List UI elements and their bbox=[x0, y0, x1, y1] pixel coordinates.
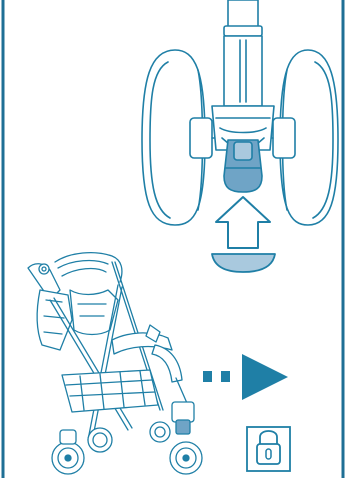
lock-icon bbox=[246, 426, 291, 472]
fork-tube bbox=[223, 35, 263, 107]
right-wheel-tread bbox=[312, 61, 334, 219]
stroller-drawing bbox=[27, 251, 203, 475]
left-wheel-tread bbox=[149, 61, 171, 219]
swivel-wheel-closeup bbox=[141, 0, 339, 226]
right-arrow-icon bbox=[203, 354, 288, 400]
right-axle-cap bbox=[272, 117, 296, 159]
fork-housing bbox=[211, 105, 275, 151]
left-axle-cap bbox=[189, 117, 213, 159]
up-arrow-icon bbox=[215, 196, 271, 249]
front-wheel-right bbox=[149, 421, 171, 443]
canopy-top bbox=[54, 251, 123, 283]
rear-wheel-right bbox=[87, 427, 113, 453]
foot-pedal-icon bbox=[211, 253, 276, 273]
left-wheel-outer bbox=[141, 49, 206, 226]
basket bbox=[61, 369, 159, 413]
front-leg bbox=[87, 284, 119, 441]
right-wheel-outer bbox=[279, 49, 339, 226]
